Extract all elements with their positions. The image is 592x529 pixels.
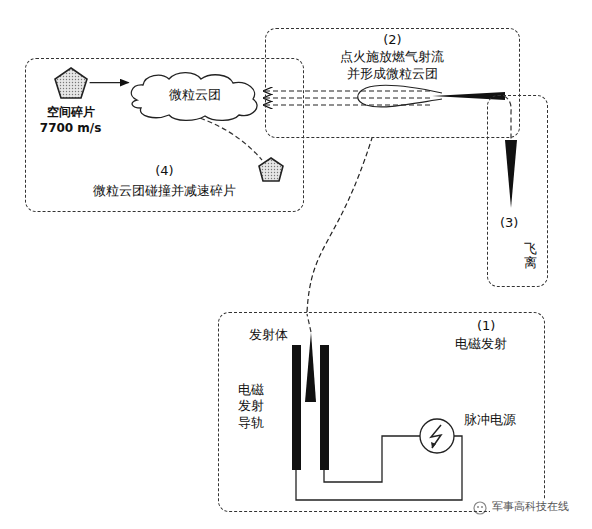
node-text: 飞离: [524, 242, 537, 271]
watermark: 军事高科技在线: [490, 500, 571, 514]
group-box: (2)点火施放燃气射流 并形成微粒云团: [265, 28, 520, 138]
node-text: 微粒云团: [125, 87, 265, 104]
node-text: 点火施放燃气射流 并形成微粒云团: [332, 49, 452, 83]
gas-plume: [358, 85, 442, 107]
part-label: 电磁发射导轨: [238, 382, 264, 431]
debris-shape: [53, 66, 89, 100]
deflect-path: [200, 118, 262, 160]
watermark-icon: [477, 506, 479, 508]
node-text: 电磁发射: [455, 336, 507, 353]
pulse-source: [420, 419, 454, 453]
flyaway-arrow: [505, 140, 517, 208]
callout-number: (4): [26, 163, 303, 180]
launch-path: [307, 314, 311, 332]
connector: [307, 138, 372, 312]
connector: [264, 97, 430, 98]
wire: [324, 436, 420, 482]
watermark-icon: [481, 506, 483, 508]
node-text: 空间碎片 7700 m/s: [40, 104, 102, 136]
debris-node: 空间碎片 7700 m/s: [40, 66, 102, 144]
group-box: (4) 微粒云团碰撞并减速碎片 空间碎片 7700 m/s 微粒云团: [25, 58, 304, 212]
watermark-icon: [474, 502, 486, 514]
group-box: (3) 飞离: [487, 95, 548, 287]
lightning-symbol: [431, 442, 436, 448]
cloud-node: 微粒云团: [125, 70, 265, 122]
connector: [90, 82, 129, 83]
part-label: 发射体: [249, 327, 288, 344]
rocket-body: [432, 92, 505, 100]
connector: [264, 104, 430, 105]
flyaway-path: [504, 96, 511, 140]
rail-left: [292, 345, 301, 470]
connector: [264, 90, 430, 91]
lightning-symbol: [431, 425, 441, 448]
projectile: [305, 332, 316, 402]
part-label: 脉冲电源: [464, 412, 516, 429]
rail-right: [320, 345, 329, 470]
node-text: 微粒云团碰撞并减速碎片: [26, 183, 303, 200]
callout-number: (2): [266, 32, 519, 49]
deflected-debris: [259, 158, 283, 181]
callout-number: (3): [500, 215, 518, 232]
callout-number: (1): [477, 318, 495, 335]
